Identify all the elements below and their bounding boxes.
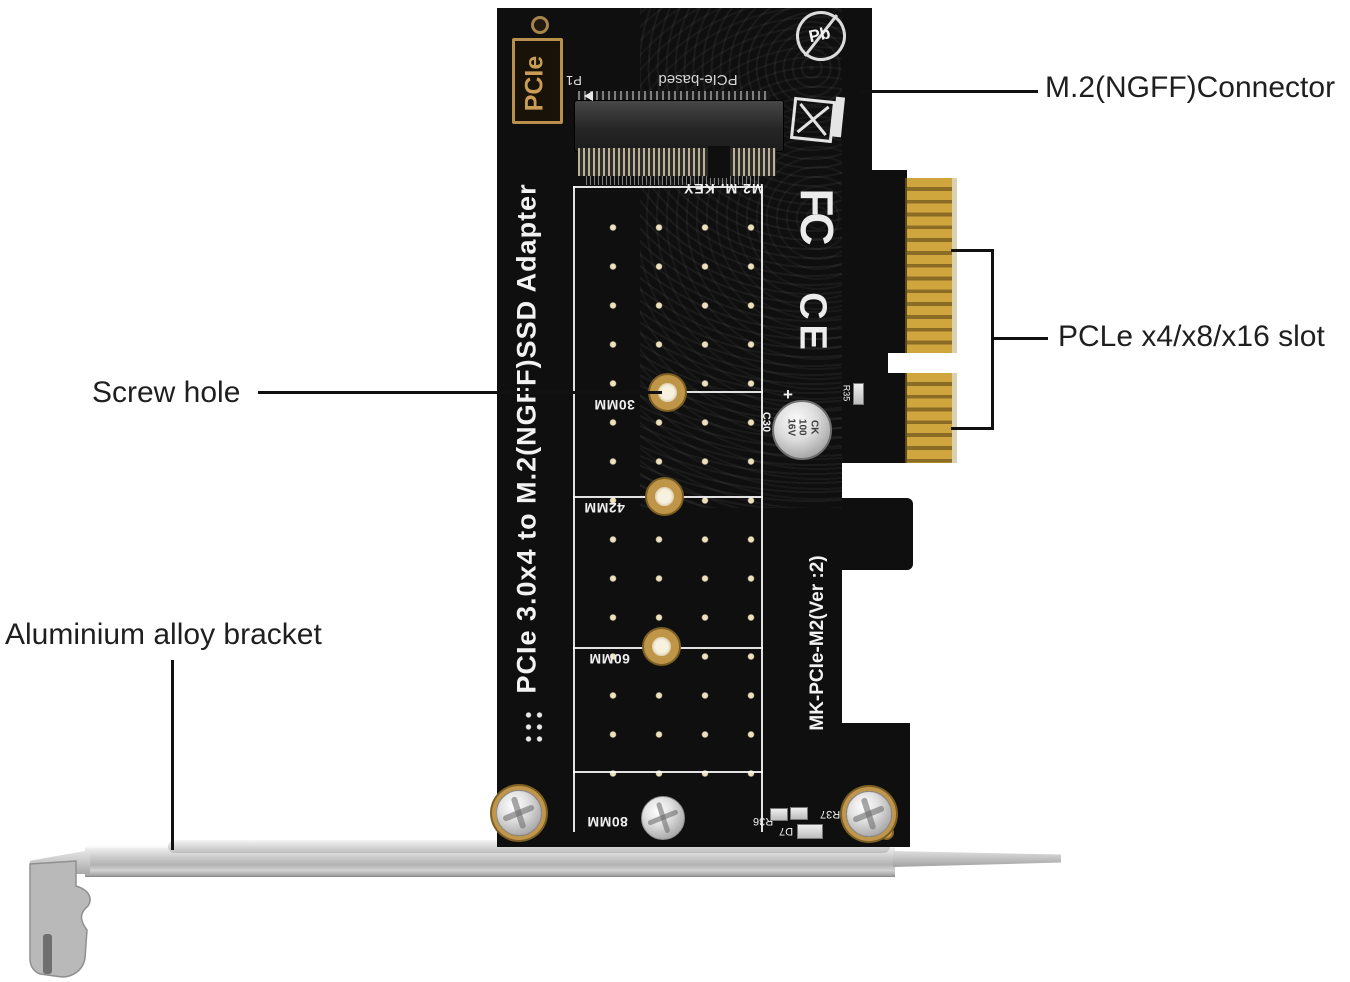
pcie-badge-text: PCIe xyxy=(520,55,549,112)
index-triangle xyxy=(584,91,593,101)
pcb-connector-base-lower xyxy=(871,373,907,463)
capacitor: CK 100 16V xyxy=(772,400,832,460)
marking-pcie-based: PCIe-based xyxy=(658,71,738,88)
gold-fingers-lower xyxy=(905,373,957,463)
capacitor-line3: 16V xyxy=(785,418,797,437)
pcb-connector-base-upper xyxy=(871,170,907,353)
m2-slot-body xyxy=(574,100,784,152)
marking-42mm: 42MM xyxy=(584,500,625,516)
bracket-right-extension xyxy=(893,851,1061,867)
bracket-end-tab xyxy=(29,860,91,978)
marking-m2-key: M2 M. KEY xyxy=(683,181,764,197)
silkscreen-80mm-line xyxy=(573,771,763,773)
standoff-hole-60mm xyxy=(644,629,679,664)
marking-d7: D7 xyxy=(779,825,794,837)
m2-slot-pins xyxy=(578,148,776,176)
pcb-retention-tab xyxy=(842,498,913,570)
silkscreen-right xyxy=(761,186,763,832)
screw-bottom-right xyxy=(846,791,892,837)
pcb-key-notch xyxy=(871,353,888,373)
m2-slot-pin-stubs xyxy=(586,176,762,185)
component-1 xyxy=(770,808,788,821)
m2-slot-key-notch xyxy=(708,146,730,178)
marking-r35: R35 xyxy=(841,384,852,402)
callout-bracket-top xyxy=(951,249,994,252)
silkscreen-top xyxy=(573,186,763,188)
label-pcie-slot: PCLe x4/x8/x16 slot xyxy=(1058,320,1325,353)
pcie-badge: PCIe xyxy=(512,38,563,124)
label-screw-hole: Screw hole xyxy=(92,376,241,409)
callout-line-screw-hole xyxy=(258,391,662,394)
fcc-logo: FC xyxy=(791,188,843,242)
marking-80mm: 80MM xyxy=(587,814,628,830)
capacitor-line1: CK xyxy=(808,420,820,435)
marking-model: MK-PCIe-M2(Ver :2) xyxy=(807,555,828,731)
callout-line-pcie-slot xyxy=(994,337,1048,340)
gold-fingers-upper xyxy=(905,178,957,353)
marking-r37: R37 xyxy=(820,808,841,820)
pb-free-text: Pb xyxy=(806,23,833,47)
capacitor-line2: 100 xyxy=(796,418,808,436)
resistor-r35-body xyxy=(853,383,864,405)
diode-d7-body xyxy=(797,824,823,839)
serial-marks xyxy=(523,709,545,745)
label-bracket: Aluminium alloy bracket xyxy=(5,618,322,651)
capacitor-plus: + xyxy=(783,385,793,404)
capacitor-ref: C30 xyxy=(760,411,773,433)
screw-80mm xyxy=(641,796,685,840)
standoff-hole-42mm xyxy=(647,479,682,514)
corner-hole xyxy=(531,16,549,34)
screw-bottom-left xyxy=(496,790,542,836)
marking-60mm: 60MM xyxy=(589,651,630,667)
label-m2-connector: M.2(NGFF)Connector xyxy=(1045,71,1336,104)
marking-side-text: PCIe 3.0x4 to M.2(NGFF)SSD Adapter xyxy=(511,183,542,694)
silkscreen-left xyxy=(573,186,575,832)
callout-line-bracket xyxy=(171,660,174,850)
weee-icon xyxy=(789,96,837,144)
callout-bracket-vertical xyxy=(991,249,994,430)
marking-30mm: 30MM xyxy=(594,397,635,413)
callout-bracket-bottom xyxy=(951,427,994,430)
callout-line-m2-connector xyxy=(858,90,1038,93)
component-2 xyxy=(790,807,808,820)
marking-p1: P1 xyxy=(566,73,582,88)
ce-logo: CE xyxy=(791,292,834,355)
